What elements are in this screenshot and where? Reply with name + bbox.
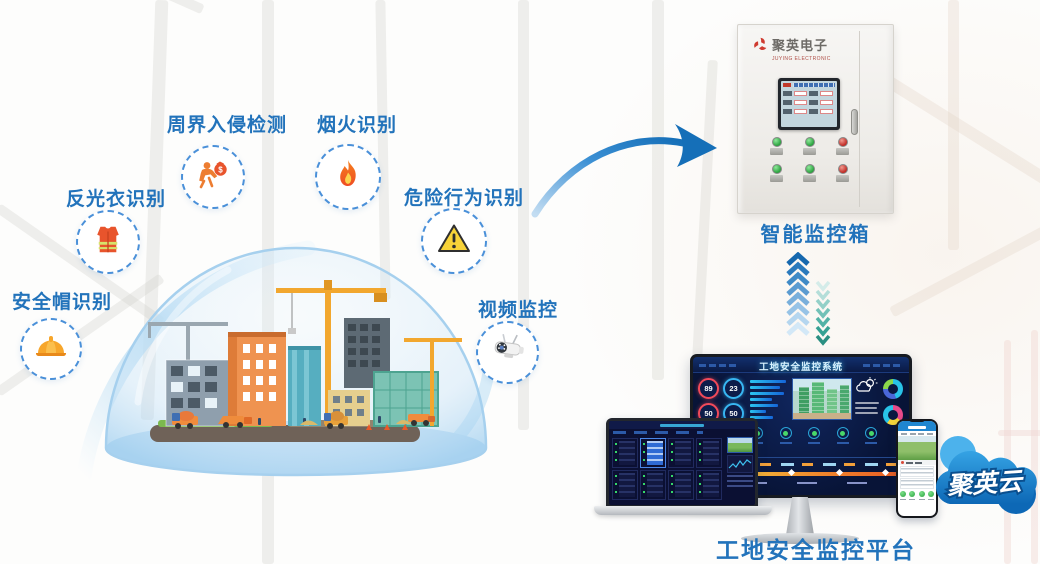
cabinet-touchscreen xyxy=(778,78,840,130)
feature-label-intrusion: 周界入侵检测 xyxy=(167,115,288,136)
intruder-icon: $ xyxy=(195,157,231,198)
indicator-light xyxy=(802,137,817,155)
platform-label: 工地安全监控平台 xyxy=(716,537,916,563)
feature-label-fire: 烟火识别 xyxy=(317,115,398,136)
dashboard-menu-right xyxy=(863,364,903,367)
laptop-base xyxy=(594,506,772,515)
cabinet-door-seam xyxy=(859,31,860,207)
camera-icon xyxy=(490,332,526,373)
phone-video-view xyxy=(898,436,936,460)
feature-label-video: 视频监控 xyxy=(478,300,559,321)
dashboard-donut-chart-1 xyxy=(883,379,903,399)
helmet-icon xyxy=(33,329,69,370)
cabinet-indicator-lights xyxy=(769,137,879,189)
phone-control-buttons xyxy=(898,489,936,502)
feature-circle-vest xyxy=(76,210,140,274)
feature-circle-fire xyxy=(315,144,381,210)
laptop-dashboard xyxy=(609,421,755,505)
laptop-dashboard-grid xyxy=(611,437,725,501)
dashboard-bottom-panel xyxy=(697,457,905,491)
cabinet-brand-subtitle: JUYING ELECTRONIC xyxy=(772,56,831,62)
feature-circle-danger xyxy=(421,208,487,274)
cloud-label: 聚英云 xyxy=(945,467,1026,500)
phone-video-controls xyxy=(898,460,936,465)
dashboard-header: 工地安全监控系统 xyxy=(693,357,909,373)
warning-icon xyxy=(436,221,472,262)
feature-circle-intrusion: $ xyxy=(181,145,245,209)
phone-notch xyxy=(909,419,925,422)
data-flow-up-arrows xyxy=(784,251,812,345)
laptop-dashboard-tabs xyxy=(613,431,703,434)
brand-logo-icon xyxy=(753,37,768,57)
dashboard-bar-chart xyxy=(750,380,790,422)
flow-arrow-to-cabinet xyxy=(527,112,722,225)
gauge: 89 xyxy=(698,378,719,399)
monitoring-cabinet: 聚英电子 JUYING ELECTRONIC xyxy=(737,24,894,214)
feature-circle-video xyxy=(476,321,539,384)
truck-3 xyxy=(408,414,435,426)
feature-label-helmet: 安全帽识别 xyxy=(12,292,113,313)
phone-app-nav xyxy=(898,431,936,436)
feature-label-vest: 反光衣识别 xyxy=(66,189,167,210)
fire-icon xyxy=(330,157,366,198)
indicator-light xyxy=(769,164,784,182)
cloud-service: 聚英云 xyxy=(928,424,1040,531)
dashboard-weather xyxy=(855,377,881,414)
dashboard-title: 工地安全监控系统 xyxy=(758,362,843,373)
construction-city xyxy=(148,280,462,442)
mixer-truck-2 xyxy=(324,411,348,429)
feature-label-danger: 危险行为识别 xyxy=(404,188,525,209)
indicator-light xyxy=(835,164,850,182)
indicator-light xyxy=(769,137,784,155)
cabinet-brand: 聚英电子 JUYING ELECTRONIC xyxy=(753,37,831,62)
dashboard-status-icons xyxy=(749,427,879,444)
cabinet-label: 智能监控箱 xyxy=(760,224,871,246)
mixer-truck xyxy=(172,411,198,429)
phone-app-screen xyxy=(898,421,936,516)
vest-icon xyxy=(91,223,125,262)
sun-cloud-icon xyxy=(856,377,878,392)
dump-truck xyxy=(218,416,252,428)
laptop-sidebar-line-chart xyxy=(727,455,753,473)
laptop-dashboard-sidebar xyxy=(727,437,753,489)
indicator-light xyxy=(802,164,817,182)
cabinet-touchscreen-ui xyxy=(781,81,837,127)
dome-svg xyxy=(76,240,496,484)
phone-data-panel xyxy=(900,478,934,489)
cabinet-handle xyxy=(851,109,858,135)
dashboard-site-photo xyxy=(792,378,852,420)
dashboard-progress-bar xyxy=(697,468,905,477)
data-flow-down-arrows xyxy=(814,280,832,353)
monitor-stand-base xyxy=(741,533,859,544)
laptop-sidebar-photo xyxy=(727,437,753,453)
dome-city-illustration xyxy=(76,232,508,487)
laptop xyxy=(606,418,758,508)
smartphone xyxy=(896,419,938,518)
gauge: 23 xyxy=(723,378,744,399)
cabinet-brand-name: 聚英电子 xyxy=(772,38,829,53)
svg-text:$: $ xyxy=(218,165,223,174)
laptop-dashboard-header xyxy=(609,421,755,429)
feature-circle-helmet xyxy=(20,318,82,380)
phone-app-header xyxy=(898,421,936,431)
dashboard-menu-left xyxy=(699,364,739,367)
indicator-light xyxy=(835,137,850,155)
phone-data-panel xyxy=(900,466,934,477)
